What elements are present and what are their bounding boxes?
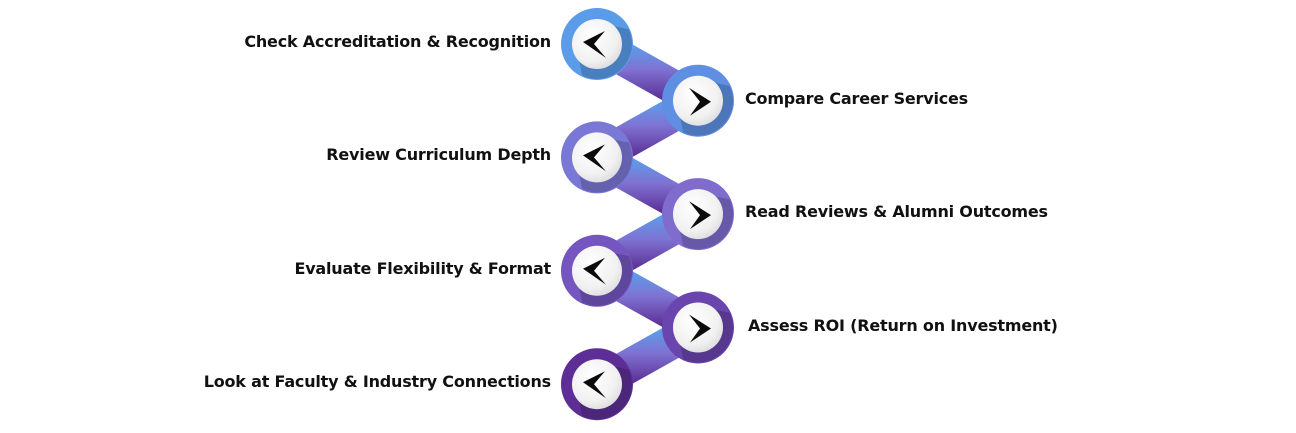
chevron-left-icon [583, 371, 606, 399]
step-label: Check Accreditation & Recognition [244, 32, 551, 51]
node-face [673, 189, 723, 240]
chevron-left-icon [583, 144, 606, 172]
step-label: Look at Faculty & Industry Connections [203, 372, 551, 392]
step-node [561, 234, 633, 307]
step-label: Evaluate Flexibility & Format [294, 258, 551, 278]
node-face [572, 132, 622, 183]
step-node [561, 348, 633, 421]
chevron-left-icon [583, 257, 606, 285]
step-node [561, 121, 633, 194]
step-label: Assess ROI (Return on Investment) [748, 315, 1058, 335]
link-cutout [674, 24, 718, 69]
node-face [572, 359, 622, 410]
chevron-right-icon [689, 87, 711, 116]
chevron-right-icon [689, 201, 711, 230]
step-node [662, 64, 734, 137]
link-cutout [674, 251, 718, 296]
step-node [662, 178, 734, 251]
step-label: Review Curriculum Depth [326, 145, 551, 165]
link-cutout [674, 137, 718, 182]
link-cutout [577, 194, 621, 239]
link-cutout [577, 307, 621, 352]
node-face [673, 302, 723, 353]
chain-nodes [561, 8, 734, 421]
link-cutout [674, 359, 718, 404]
step-label: Compare Career Services [745, 88, 969, 108]
node-face [572, 245, 622, 296]
step-node [561, 8, 633, 80]
chevron-right-icon [689, 314, 711, 343]
chevron-left-icon [583, 31, 606, 58]
link-cutout [577, 81, 621, 126]
step-label: Read Reviews & Alumni Outcomes [745, 202, 1048, 222]
node-face [572, 19, 622, 69]
step-node [662, 291, 734, 364]
node-face [673, 75, 723, 126]
